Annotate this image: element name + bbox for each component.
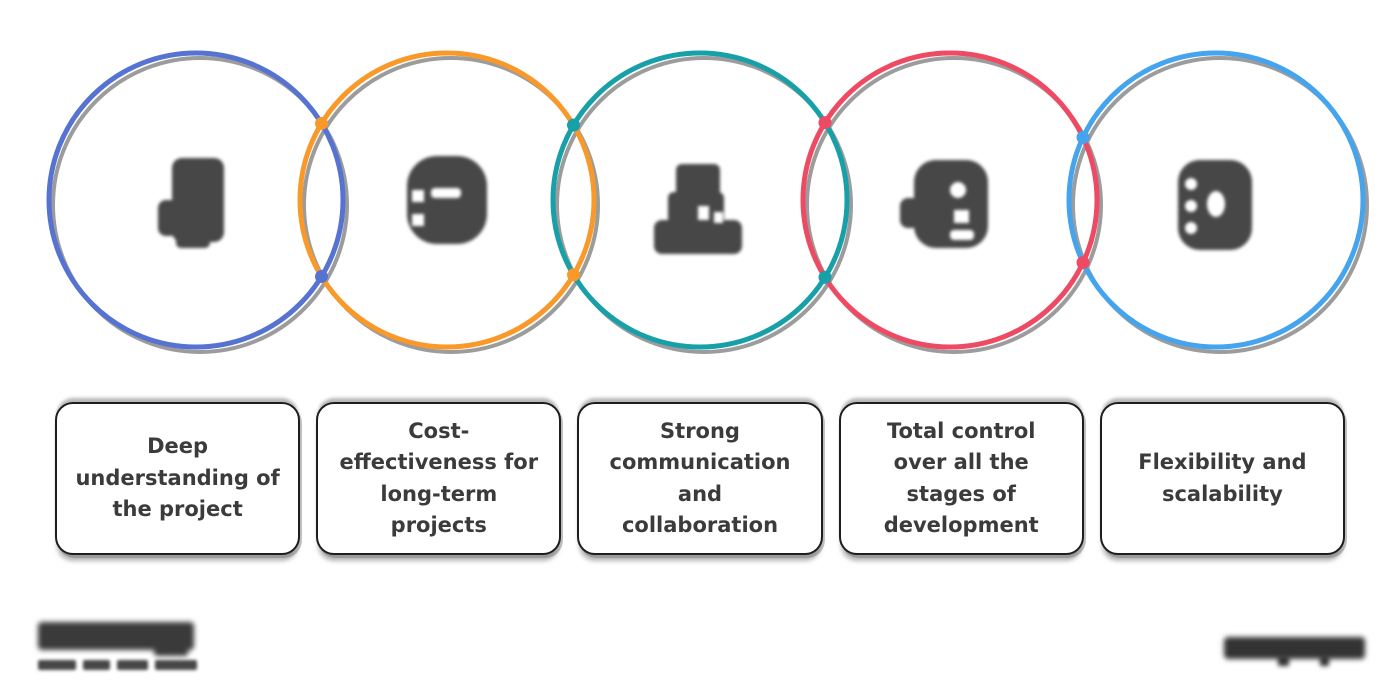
benefit-box-3: Strong communication and collaboration [577, 402, 823, 555]
website-wordmark-descender-2 [1320, 655, 1329, 666]
benefit-label-5: Flexibility and scalability [1138, 450, 1307, 506]
benefit-label-3: Strong communication and collaboration [609, 418, 791, 538]
benefit-box-1: Deep understanding of the project [55, 402, 301, 555]
company-logo-descender [154, 642, 188, 656]
flexibility-icon [1164, 152, 1264, 257]
project-understanding-icon [146, 152, 246, 257]
cost-effectiveness-icon [395, 148, 495, 253]
benefit-box-4: Total control over all the stages of dev… [838, 402, 1084, 555]
benefit-circles [46, 50, 1369, 354]
benefit-label-4: Total control over all the stages of dev… [883, 418, 1039, 538]
company-logo-blurred [36, 618, 211, 682]
benefit-label-2: Cost-effectiveness for long-term project… [339, 418, 539, 538]
benefit-label-1: Deep understanding of the project [75, 434, 280, 522]
benefit-box-5: Flexibility and scalability [1099, 402, 1346, 555]
website-wordmark-blurred [1224, 634, 1372, 668]
benefit-box-2: Cost-effectiveness for long-term project… [316, 402, 562, 555]
communication-icon [650, 158, 750, 263]
website-wordmark-text [1224, 637, 1365, 659]
stages-control-icon [898, 152, 998, 257]
website-wordmark-descender-1 [1278, 655, 1289, 666]
benefit-boxes-row: Deep understanding of the project Cost-e… [55, 402, 1346, 555]
company-logo-tagline [38, 660, 197, 670]
